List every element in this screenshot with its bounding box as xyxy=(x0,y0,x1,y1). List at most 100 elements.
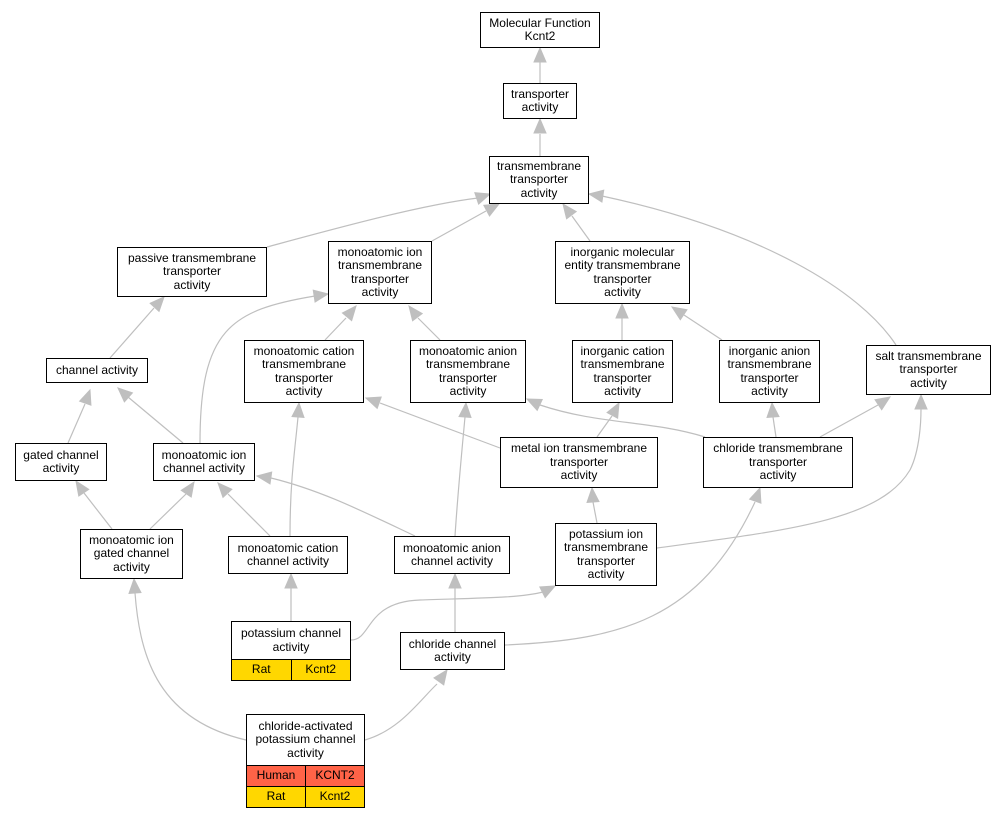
node-label: chloride channel activity xyxy=(408,636,497,664)
arrowhead-icon xyxy=(874,396,892,411)
node-inorganic-molecular-entity-transmembrane-transporter-activity[interactable]: inorganic molecular entity transmembrane… xyxy=(555,241,690,304)
edge-monoatomic-ion-tm xyxy=(431,210,487,242)
node-chloride-channel-activity[interactable]: chloride channel activity xyxy=(400,632,505,670)
node-monoatomic-anion-transmembrane-transporter-activity[interactable]: monoatomic anion transmembrane transport… xyxy=(410,340,526,403)
node-metal-ion-transmembrane-transporter-activity[interactable]: metal ion transmembrane transporter acti… xyxy=(500,437,658,488)
edge-monoatomic-ion-gated-to-gated xyxy=(83,492,113,530)
arrowhead-icon xyxy=(533,117,547,134)
edge-monoatomic-ion-channel-to-ion-tm xyxy=(199,295,316,444)
node-label: passive transmembrane transporter activi… xyxy=(127,250,257,292)
annotation-gene[interactable]: Kcnt2 xyxy=(290,660,351,680)
edge-potassium-channel-to-potassium-ion xyxy=(350,591,544,641)
node-label: monoatomic ion gated channel activity xyxy=(89,532,174,574)
node-label: gated channel activity xyxy=(23,447,99,475)
edge-passive-tm xyxy=(266,197,479,248)
node-potassium-channel-activity[interactable]: potassium channel activity Rat Kcnt2 xyxy=(231,621,351,681)
edge-gated-channel xyxy=(67,403,86,444)
node-inorganic-cation-transmembrane-transporter-activity[interactable]: inorganic cation transmembrane transport… xyxy=(572,340,673,403)
node-label: inorganic anion transmembrane transporte… xyxy=(727,343,812,398)
edge-salt-tm xyxy=(601,195,897,346)
arrowhead-icon xyxy=(587,189,605,203)
annotation-gene[interactable]: Kcnt2 xyxy=(305,787,364,807)
edge-chloride-tm-to-inorganic-anion xyxy=(772,416,777,438)
arrowhead-icon xyxy=(284,572,298,589)
edge-channel xyxy=(109,307,155,359)
annotation-row: Rat Kcnt2 xyxy=(247,786,364,807)
edge-metal-ion-to-inorganic-cation xyxy=(596,415,613,438)
node-molecular-function[interactable]: Molecular Function Kcnt2 xyxy=(480,12,600,48)
arrowhead-icon xyxy=(75,479,90,497)
arrowhead-icon xyxy=(341,305,357,322)
edge-metal-ion-to-cation-tm xyxy=(379,402,501,449)
arrowhead-icon xyxy=(78,388,92,406)
edge-chloride-tm-to-salt xyxy=(819,404,879,438)
edge-inorganic-mol-tm xyxy=(571,215,591,242)
edge-chloride-tm-to-anion-tm xyxy=(539,404,706,438)
arrowhead-icon xyxy=(180,480,195,498)
node-salt-transmembrane-transporter-activity[interactable]: salt transmembrane transporter activity xyxy=(866,345,991,395)
arrowhead-icon xyxy=(255,471,273,485)
arrowhead-icon xyxy=(433,668,448,686)
arrowhead-icon xyxy=(117,387,134,403)
arrowhead-icon xyxy=(539,585,557,599)
arrowhead-icon xyxy=(533,46,547,63)
node-chloride-activated-potassium-channel-activity[interactable]: chloride-activated potassium channel act… xyxy=(246,714,365,808)
node-monoatomic-ion-channel-activity[interactable]: monoatomic ion channel activity xyxy=(153,443,255,481)
annotation-species: Human xyxy=(256,768,296,783)
arrowhead-icon xyxy=(312,289,330,303)
node-label: chloride transmembrane transporter activ… xyxy=(713,441,843,483)
node-monoatomic-ion-gated-channel-activity[interactable]: monoatomic ion gated channel activity xyxy=(80,529,183,579)
edge-potassium-ion-to-metal-ion xyxy=(592,501,598,524)
node-monoatomic-cation-transmembrane-transporter-activity[interactable]: monoatomic cation transmembrane transpor… xyxy=(244,340,364,403)
arrowhead-icon xyxy=(606,401,620,419)
node-label: monoatomic cation channel activity xyxy=(237,540,339,568)
edge-monoatomic-ion-channel-to-channel xyxy=(127,396,184,444)
edge-chloride-activated-to-ion-gated xyxy=(134,592,247,741)
node-label: Molecular Function Kcnt2 xyxy=(489,15,591,43)
node-label: monoatomic anion channel activity xyxy=(402,540,502,568)
arrowhead-icon xyxy=(149,296,165,313)
arrowhead-icon xyxy=(408,304,424,322)
node-label: potassium channel activity xyxy=(240,626,342,654)
node-label: transmembrane transporter activity xyxy=(496,158,582,200)
node-label: monoatomic ion transmembrane transporter… xyxy=(337,244,423,299)
node-potassium-ion-transmembrane-transporter-activity[interactable]: potassium ion transmembrane transporter … xyxy=(555,523,657,586)
arrowhead-icon xyxy=(448,572,462,589)
node-inorganic-anion-transmembrane-transporter-activity[interactable]: inorganic anion transmembrane transporte… xyxy=(719,340,820,403)
node-label: metal ion transmembrane transporter acti… xyxy=(510,441,648,483)
arrowhead-icon xyxy=(670,306,688,321)
arrowhead-icon xyxy=(615,302,629,319)
node-label: inorganic cation transmembrane transport… xyxy=(580,343,665,398)
node-monoatomic-ion-transmembrane-transporter-activity[interactable]: monoatomic ion transmembrane transporter… xyxy=(328,241,432,304)
arrowhead-icon xyxy=(748,486,762,504)
edge-chloride-channel-to-chloride-tm xyxy=(504,501,756,646)
node-label: transporter activity xyxy=(510,86,570,114)
arrowhead-icon xyxy=(562,202,578,220)
node-channel-activity[interactable]: channel activity xyxy=(46,358,148,383)
node-gated-channel-activity[interactable]: gated channel activity xyxy=(15,443,107,481)
annotation-gene[interactable]: KCNT2 xyxy=(305,766,364,786)
arrowhead-icon xyxy=(766,401,780,418)
edge-monoatomic-cation-tm xyxy=(324,317,347,341)
node-passive-transmembrane-transporter-activity[interactable]: passive transmembrane transporter activi… xyxy=(117,247,267,297)
edge-monoatomic-anion-channel-to-anion-tm xyxy=(454,416,466,537)
node-label: chloride-activated potassium channel act… xyxy=(255,718,356,760)
node-label: salt transmembrane transporter activity xyxy=(875,348,982,390)
edge-monoatomic-anion-channel-to-ion-channel xyxy=(270,477,416,537)
arrowhead-icon xyxy=(291,401,305,418)
arrowhead-icon xyxy=(914,393,928,410)
node-label: potassium ion transmembrane transporter … xyxy=(563,526,649,581)
node-label: channel activity xyxy=(55,362,139,377)
edge-chloride-activated-to-chloride-channel xyxy=(364,683,438,741)
node-transmembrane-transporter-activity[interactable]: transmembrane transporter activity xyxy=(489,156,589,204)
edge-monoatomic-ion-gated-to-ion-channel xyxy=(149,493,187,530)
node-label: monoatomic anion transmembrane transport… xyxy=(418,343,518,398)
node-transporter-activity[interactable]: transporter activity xyxy=(503,83,577,119)
node-monoatomic-cation-channel-activity[interactable]: monoatomic cation channel activity xyxy=(228,536,348,574)
node-monoatomic-anion-channel-activity[interactable]: monoatomic anion channel activity xyxy=(394,536,510,574)
arrowhead-icon xyxy=(364,396,382,410)
node-chloride-transmembrane-transporter-activity[interactable]: chloride transmembrane transporter activ… xyxy=(703,437,853,488)
arrowhead-icon xyxy=(217,482,233,499)
annotation-species: Rat xyxy=(266,789,286,804)
